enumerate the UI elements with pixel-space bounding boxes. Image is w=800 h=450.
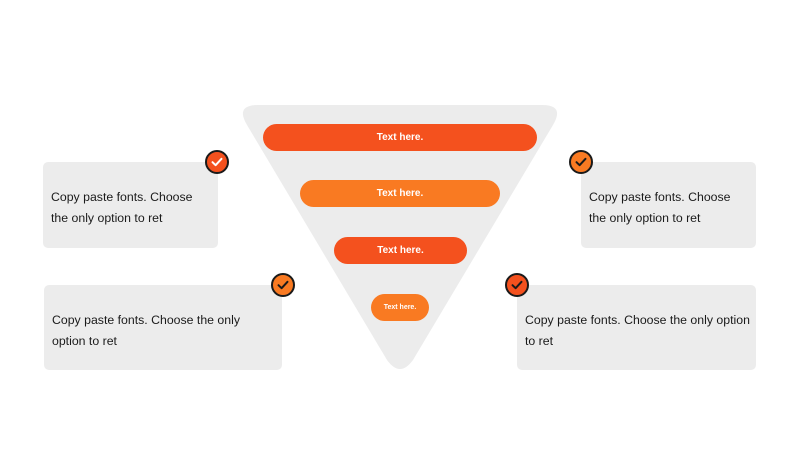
funnel-level-1: Text here. (263, 124, 537, 151)
text-card-top-right: Copy paste fonts. Choose the only option… (581, 162, 756, 248)
card-text: Copy paste fonts. Choose the only option… (52, 313, 240, 348)
check-circle-icon (505, 273, 529, 297)
text-card-bottom-left: Copy paste fonts. Choose the only option… (44, 285, 282, 370)
check-circle-icon (205, 150, 229, 174)
check-circle-icon (271, 273, 295, 297)
funnel-level-2: Text here. (300, 180, 500, 207)
card-text: Copy paste fonts. Choose the only option… (525, 313, 750, 348)
funnel-level-4: Text here. (371, 294, 429, 321)
card-text: Copy paste fonts. Choose the only option… (589, 190, 731, 225)
text-card-bottom-right: Copy paste fonts. Choose the only option… (517, 285, 756, 370)
text-card-top-left: Copy paste fonts. Choose the only option… (43, 162, 218, 248)
card-text: Copy paste fonts. Choose the only option… (51, 190, 193, 225)
funnel-level-3: Text here. (334, 237, 467, 264)
check-circle-icon (569, 150, 593, 174)
